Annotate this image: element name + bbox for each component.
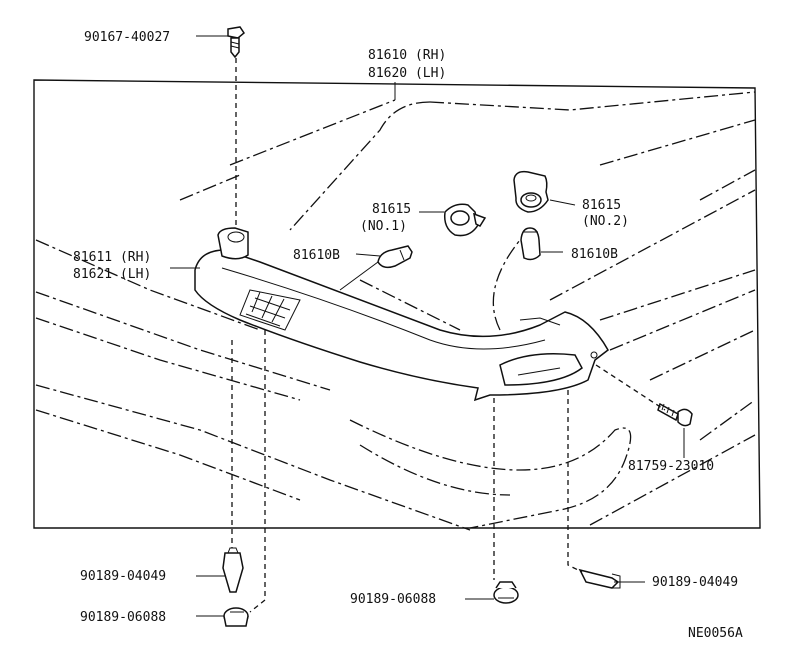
- label-socket1-num: 81615: [372, 202, 411, 217]
- part-labels: 90167-40027 81610 (RH) 81620 (LH) 81615 …: [73, 30, 743, 641]
- label-socket2-sub: (NO.2): [582, 214, 629, 229]
- label-lamp-lh: 81620 (LH): [368, 66, 446, 81]
- body-frame: [33, 79, 761, 529]
- label-clip-right: 90189-04049: [652, 575, 738, 590]
- socket-no2: [513, 170, 549, 213]
- body-contour-lines: [35, 91, 756, 531]
- leader-lines: [170, 35, 685, 617]
- grommet-center: [493, 581, 519, 604]
- lamp-lens-housing: [194, 227, 609, 402]
- label-bulb-left: 81610B: [293, 248, 340, 263]
- socket-no1: [443, 203, 487, 237]
- screw-right: [657, 402, 693, 427]
- bulb-right: [520, 227, 541, 261]
- label-socket1-sub: (NO.1): [360, 219, 407, 234]
- clip-left: [222, 547, 244, 593]
- bulb-left: [377, 245, 413, 269]
- grommet-left: [223, 607, 249, 627]
- label-lens-rh: 81611 (RH): [73, 250, 151, 265]
- label-screw-top: 90167-40027: [84, 30, 170, 45]
- label-grommet-center: 90189-06088: [350, 592, 436, 607]
- label-socket2-num: 81615: [582, 198, 621, 213]
- clip-right: [578, 568, 621, 589]
- label-clip-left: 90189-04049: [80, 569, 166, 584]
- label-screw-right: 81759-23010: [628, 459, 714, 474]
- label-bulb-right: 81610B: [571, 247, 618, 262]
- screw-top: [227, 26, 245, 59]
- diagram-code: NE0056A: [688, 626, 743, 641]
- assembly-lines: [231, 58, 666, 613]
- label-lamp-rh: 81610 (RH): [368, 48, 446, 63]
- label-grommet-left: 90189-06088: [80, 610, 166, 625]
- label-lens-lh: 81621 (LH): [73, 267, 151, 282]
